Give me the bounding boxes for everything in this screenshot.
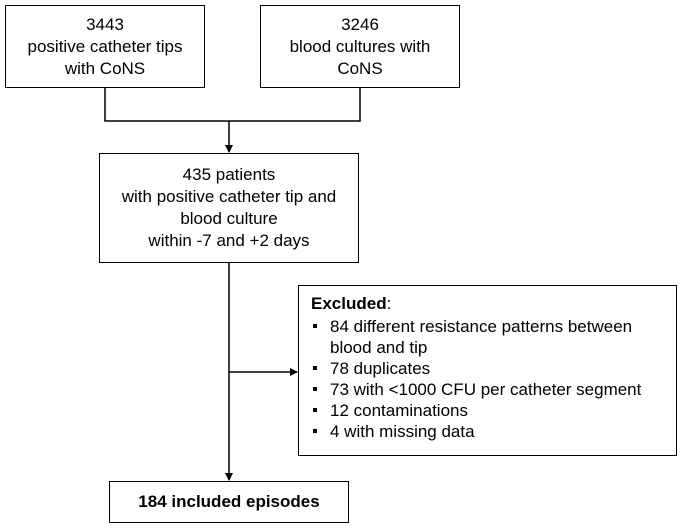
- patients-count: 435 patients: [182, 165, 276, 184]
- catheter-tips-count: 3443: [86, 14, 124, 34]
- excluded-list: 84 different resistance patterns between…: [311, 316, 668, 442]
- blood-cultures-label-2: CoNS: [337, 58, 383, 78]
- excluded-title-colon: :: [386, 294, 392, 313]
- excluded-item: 12 contaminations: [311, 400, 668, 421]
- patients-label-1: with positive catheter tip and: [121, 187, 337, 206]
- catheter-tips-label-1: positive catheter tips: [27, 36, 183, 56]
- excluded-box: Excluded: 84 different resistance patter…: [298, 285, 677, 456]
- catheter-tips-box: 3443 positive catheter tips with CoNS: [5, 5, 205, 88]
- included-episodes-box: 184 included episodes: [109, 481, 349, 523]
- patients-box: 435 patients with positive catheter tip …: [99, 153, 359, 263]
- blood-cultures-label-1: blood cultures with: [289, 36, 431, 56]
- excluded-item: 73 with <1000 CFU per catheter segment: [311, 379, 668, 400]
- blood-cultures-box: 3246 blood cultures with CoNS: [260, 5, 460, 88]
- excluded-item: 4 with missing data: [311, 421, 668, 442]
- catheter-tips-label-2: with CoNS: [64, 58, 146, 78]
- blood-cultures-count: 3246: [341, 14, 379, 34]
- excluded-item: 78 duplicates: [311, 358, 668, 379]
- included-episodes-label: 184 included episodes: [138, 492, 320, 511]
- patients-label-3: within -7 and +2 days: [148, 231, 310, 250]
- excluded-title: Excluded: [311, 294, 387, 313]
- excluded-heading: Excluded:: [311, 293, 668, 314]
- patients-label-2: blood culture: [180, 209, 278, 228]
- excluded-item: 84 different resistance patterns between…: [311, 316, 668, 358]
